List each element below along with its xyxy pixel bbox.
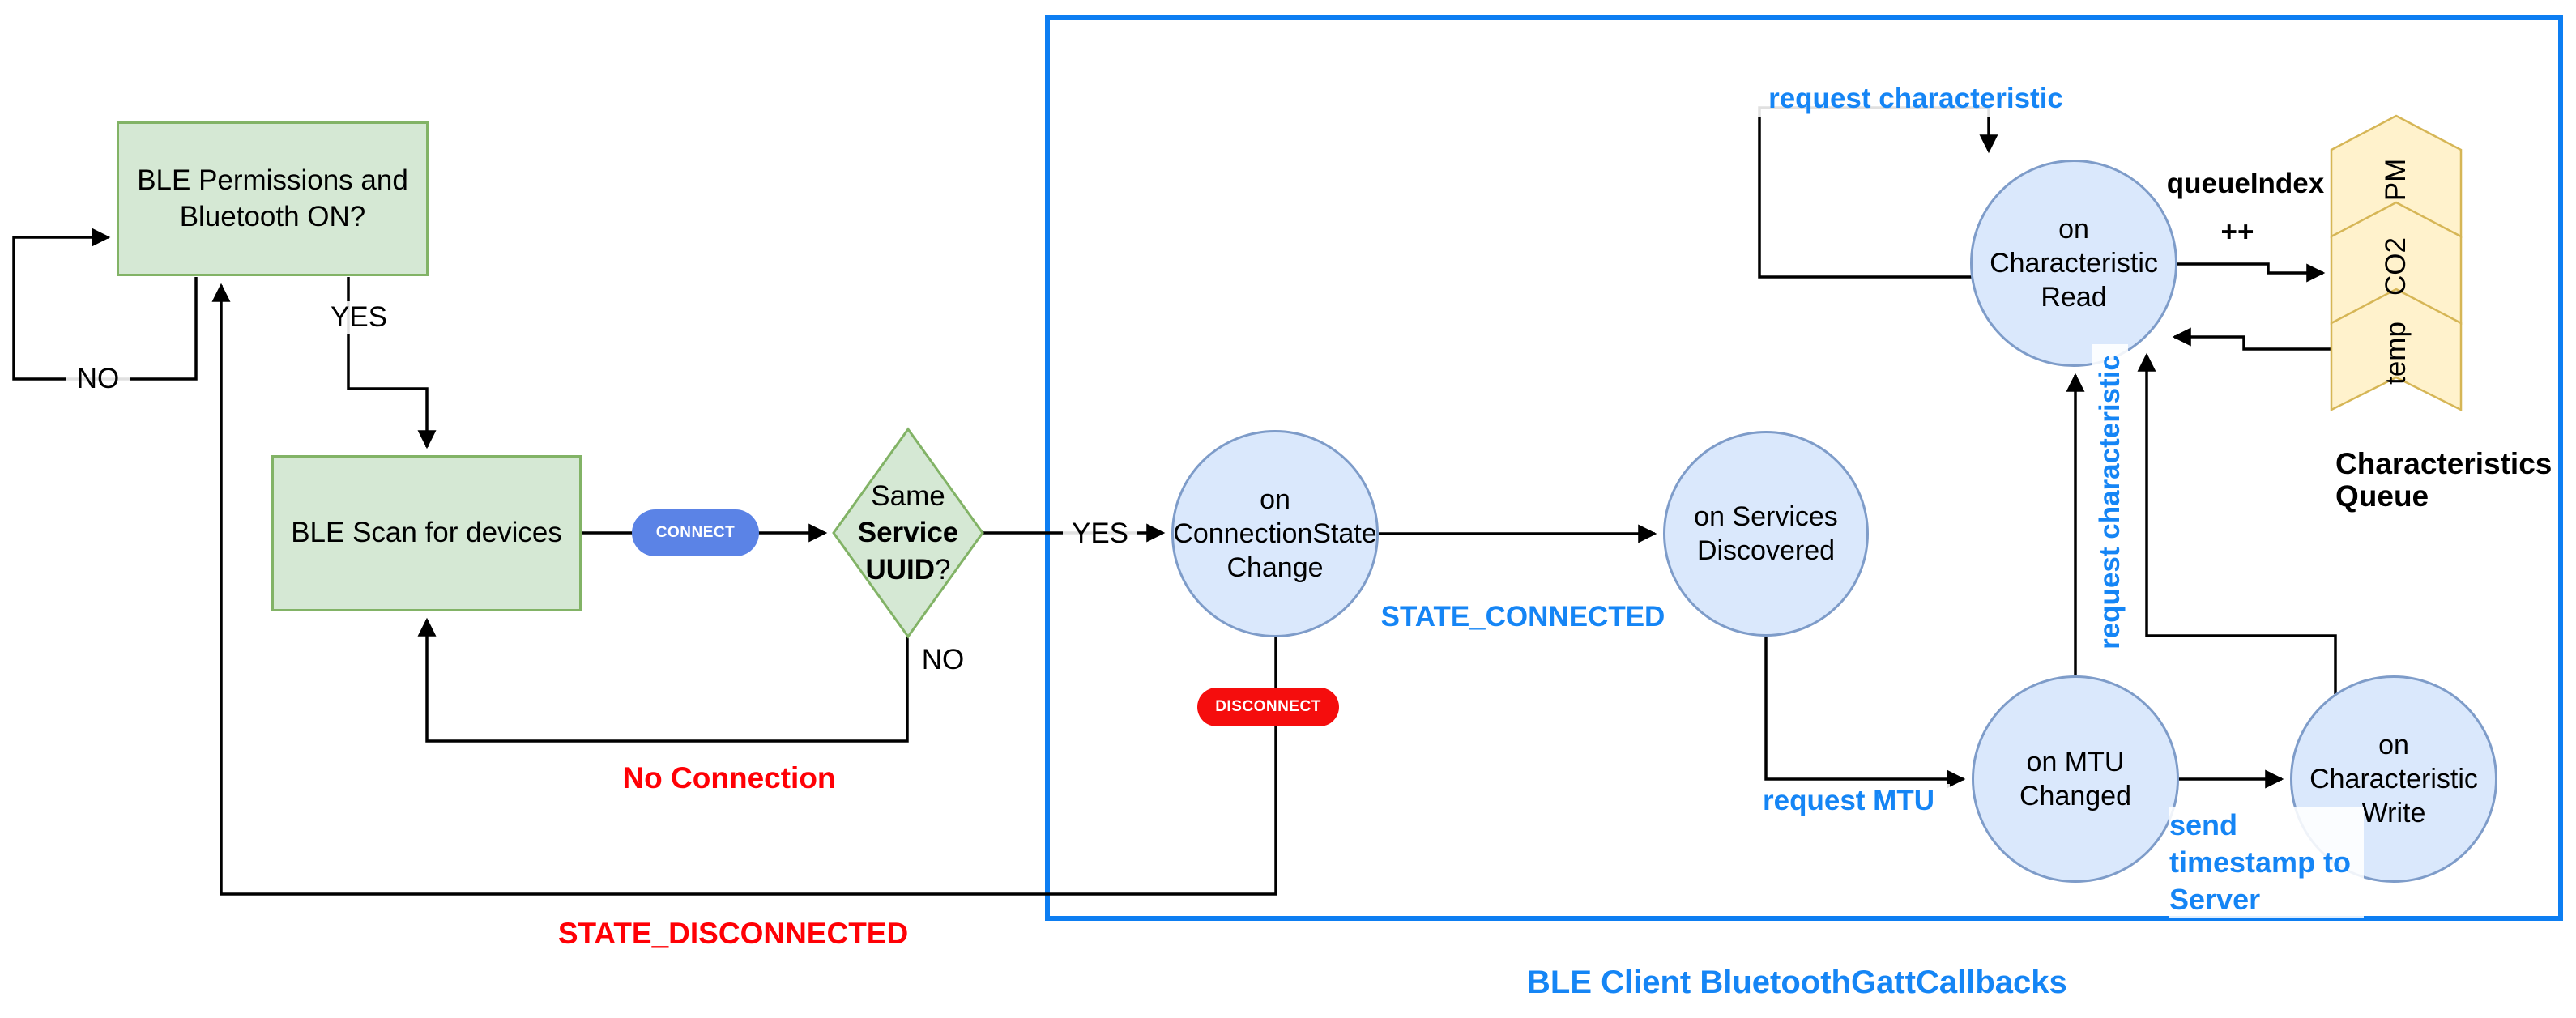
state-label: on Services Discovered <box>1694 500 1838 566</box>
label-no-uuid: NO <box>911 644 975 676</box>
edge-read-to-queue-co2 <box>2177 262 2326 283</box>
label-characteristics-queue: Characteristics Queue <box>2335 447 2553 513</box>
label-state-disconnected: STATE_DISCONNECTED <box>558 915 908 952</box>
state-label: on Characteristic Write <box>2309 729 2478 829</box>
permissions-box: BLE Permissions and Bluetooth ON? <box>117 121 429 276</box>
state-label: on ConnectionState Change <box>1173 483 1377 584</box>
label-no-connection: No Connection <box>616 760 842 796</box>
queue-chevron-temp <box>2330 288 2463 412</box>
edge-read-self-loop <box>1758 106 1998 279</box>
state-on-services-discovered: on Services Discovered <box>1663 431 1869 637</box>
label-queue-index: queueIndex <box>2164 167 2327 201</box>
uuid-text-post: ? <box>935 553 951 586</box>
label-queue-index-increment: ++ <box>2197 215 2278 249</box>
label-request-characteristic-top: request characteristic <box>1754 81 2078 117</box>
uuid-text-service: Service <box>857 517 959 549</box>
label-request-mtu: request MTU <box>1747 784 1950 818</box>
label-send-timestamp: send timestamp to Server <box>2169 807 2364 918</box>
label-state-connected: STATE_CONNECTED <box>1380 599 1666 635</box>
connect-badge: CONNECT <box>632 509 759 556</box>
uuid-text-uuid: UUID <box>865 553 936 586</box>
permissions-box-label: BLE Permissions and Bluetooth ON? <box>137 164 408 232</box>
scan-box-label: BLE Scan for devices <box>291 517 562 549</box>
disconnect-badge-label: DISCONNECT <box>1215 698 1321 715</box>
disconnect-badge: DISCONNECT <box>1197 688 1339 726</box>
label-ble-client-gatt-callbacks: BLE Client BluetoothGattCallbacks <box>1527 964 2067 1000</box>
scan-box: BLE Scan for devices <box>271 455 582 611</box>
label-no-permissions: NO <box>66 363 130 395</box>
edge-diamond-no-to-scan <box>417 617 909 743</box>
edge-disconnect-to-permissions <box>211 283 1277 896</box>
uuid-decision-diamond <box>832 427 984 639</box>
uuid-text-pre: Same <box>871 479 945 512</box>
edge-write-to-read <box>2137 352 2337 694</box>
edge-services-to-mtu <box>1764 637 1966 789</box>
state-on-characteristic-read: on Characteristic Read <box>1970 160 2177 367</box>
label-yes-uuid: YES <box>1063 517 1137 551</box>
uuid-decision-label: Same Service UUID? <box>819 480 997 586</box>
connect-badge-label: CONNECT <box>655 524 736 541</box>
state-label: on Characteristic Read <box>1990 213 2158 313</box>
uuid-decision-text: Same Service UUID? <box>819 478 997 589</box>
label-request-characteristic-vertical: request characteristic <box>2092 344 2128 660</box>
state-on-connection-state-change: on ConnectionState Change <box>1171 430 1379 637</box>
state-on-mtu-changed: on MTU Changed <box>1972 675 2179 883</box>
label-yes-permissions: YES <box>326 301 391 334</box>
edge-permissions-no-loop <box>12 228 198 381</box>
gatt-callbacks-container <box>1045 15 2563 921</box>
edge-queue-temp-to-read <box>2172 327 2331 351</box>
state-label: on MTU Changed <box>2019 746 2131 811</box>
queue-item-temp: temp <box>2380 322 2412 385</box>
